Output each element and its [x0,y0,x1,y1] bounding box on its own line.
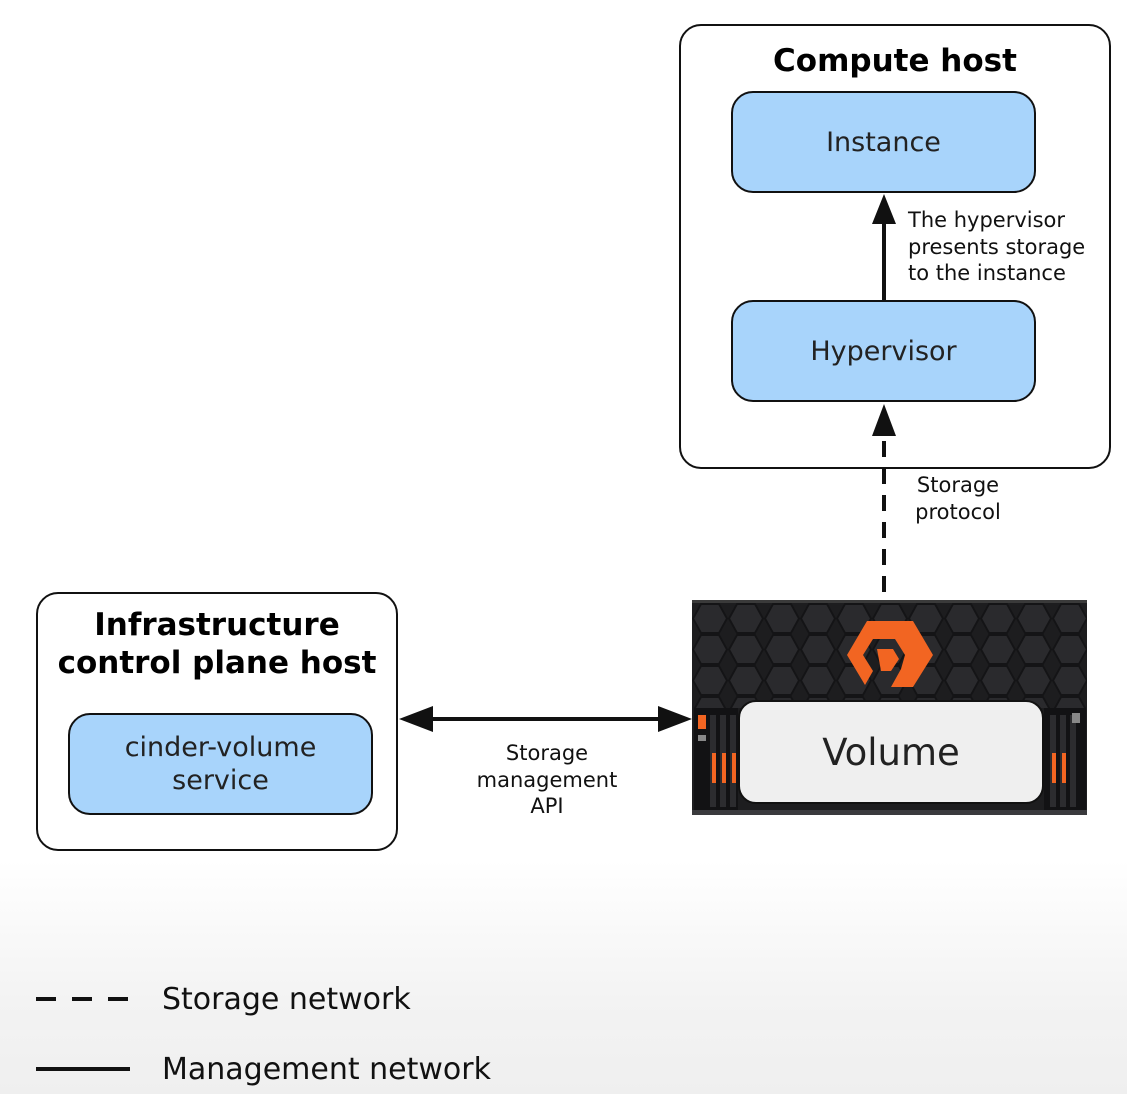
storage-protocol-label: Storage protocol [915,473,1001,524]
instance-node: Instance [731,91,1036,193]
management-api-label: Storage management API [476,741,618,818]
legend-management-network-label: Management network [162,1052,491,1087]
control-plane-host-title: Infrastructure control plane host [57,607,377,681]
pure-storage-logo-icon [847,621,933,687]
legend-storage-network-label: Storage network [162,982,411,1017]
hypervisor-node: Hypervisor [731,300,1036,402]
control-plane-arrowhead [399,706,433,732]
cinder-volume-service-node: cinder-volume service [68,713,373,815]
compute-host-title: Compute host [773,43,1017,79]
hypervisor-note: The hypervisor presents storage to the i… [908,208,1086,285]
volume-node: Volume [738,700,1044,804]
storage-array-arrowhead [658,706,692,732]
